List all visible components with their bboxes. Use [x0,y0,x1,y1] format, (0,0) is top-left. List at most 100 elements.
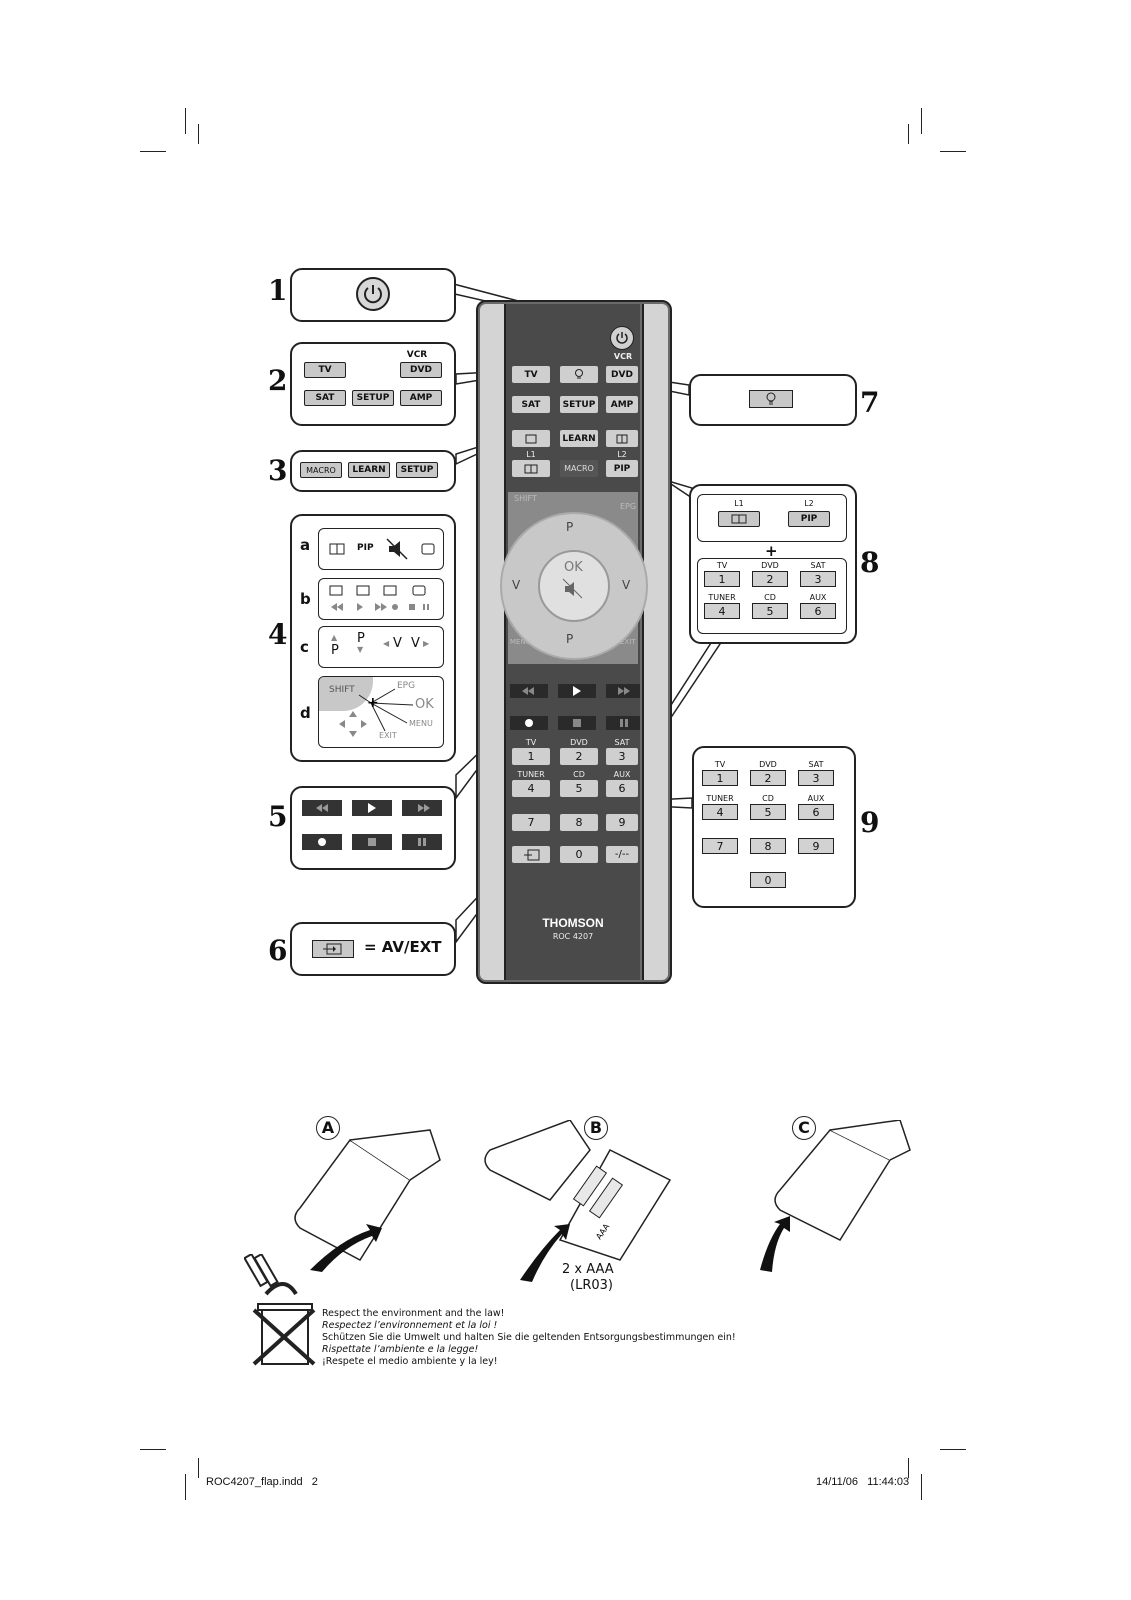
disposal-text-en: Respect the environment and the law! [322,1308,505,1319]
light-button[interactable] [560,366,598,383]
numpad-label: SAT [808,760,824,769]
numpad-label: TUNER [708,593,736,602]
tv-button[interactable]: TV [512,366,550,383]
callout-4-navigation: a PIP b c ▲ P P ▼ ◀ V V ▶ d SHIFT EPG OK… [290,514,456,762]
number-button[interactable]: 7 [512,814,550,831]
ok-label: OK [564,560,583,575]
panel-d: SHIFT EPG OK MENU EXIT + [318,676,444,748]
callout-number: 5 [268,800,288,833]
number-button[interactable]: 2 [560,748,598,765]
dvd-button[interactable]: DVD [606,366,638,383]
number-key: 2 [750,770,786,786]
v-up-label: V [622,578,631,592]
l1-label: L1 [526,450,536,459]
transport-keys [302,800,442,850]
numpad-label: TUNER [706,794,734,803]
numpad-label: CD [762,794,774,803]
bulb-icon [575,368,583,378]
v-up-label: V [411,636,420,651]
teletext-icons [329,585,429,611]
crop-mark [198,1458,199,1478]
battery-type: (LR03) [570,1278,613,1293]
number-key: 6 [798,804,834,820]
callout-number: 7 [860,386,880,419]
teletext-icon [525,434,537,443]
exit-label: EXIT [379,731,397,740]
numpad-label: DVD [759,760,777,769]
callout-3-macro-keys: MACRO LEARN SETUP [290,450,456,492]
sub-label: b [300,590,311,608]
disposal-text-es: ¡Respete el medio ambiente y la ley! [322,1356,498,1367]
number-button[interactable]: 1 [512,748,550,765]
light-key [749,390,793,408]
callout-8-pip-numpad: L1 L2 PIP + TV DVD SAT 1 2 3 TUNER CD AU… [689,484,857,644]
number-button[interactable]: 3 [606,748,638,765]
number-key: 7 [702,838,738,854]
callout-2-mode-keys: VCR TV DVD SAT SETUP AMP [290,342,456,426]
amp-key: AMP [400,390,442,406]
crop-mark [140,151,166,152]
numpad-label: TV [714,760,726,769]
crop-mark [198,124,199,144]
teletext-mix-button[interactable] [606,430,638,447]
shift-label: SHIFT [514,494,537,503]
teletext-button[interactable] [512,430,550,447]
crop-mark [140,1449,166,1450]
digit-mode-button[interactable]: -/-- [606,846,638,863]
callout-5-transport [290,786,456,870]
callout-number: 2 [268,364,288,397]
setup-key: SETUP [352,390,394,406]
panel-c: ▲ P P ▼ ◀ V V ▶ [318,626,444,668]
setup-key: SETUP [396,462,438,478]
step-b-marker: B [584,1116,608,1140]
crop-mark [185,1474,186,1500]
remote-control: VCR TV DVD SAT SETUP AMP LEARN L1 L2 MAC… [476,300,672,984]
power-button [356,277,390,311]
pip-label: PIP [357,543,374,553]
numpad-label: TV [716,561,728,570]
ok-label: OK [415,697,434,712]
number-key: 1 [702,770,738,786]
picture-format-button[interactable] [512,460,550,477]
vcr-label: VCR [406,350,428,360]
dvd-key: DVD [400,362,442,378]
sat-button[interactable]: SAT [512,396,550,413]
numpad-label: SAT [810,561,826,570]
exit-icon [421,543,435,555]
av-input-button[interactable] [512,846,550,863]
number-button[interactable]: 4 [512,780,550,797]
callout-number: 8 [860,546,880,579]
navigation-pad: SHIFT EPG OK P P V V MENU EXIT [500,492,648,664]
callout-9-numpad: TV DVD SAT 1 2 3 TUNER CD AUX 4 5 6 7 8 … [692,746,856,908]
pip-panel: L1 L2 PIP [697,494,847,542]
p-up-label: P [566,520,574,534]
battery-count: 2 x AAA [562,1262,614,1277]
av-input-key [312,940,354,958]
input-icon [524,849,540,860]
p-down-label: P [566,632,574,646]
number-button[interactable]: 6 [606,780,638,797]
picture-format-icon [731,514,747,524]
l1-label: L1 [734,499,744,508]
learn-key: LEARN [348,462,390,478]
numpad-label: AUX [613,770,631,779]
number-button[interactable]: 8 [560,814,598,831]
number-button[interactable]: 9 [606,814,638,831]
exit-label: EXIT [620,638,636,646]
number-button[interactable]: 5 [560,780,598,797]
learn-button[interactable]: LEARN [560,430,598,447]
amp-button[interactable]: AMP [606,396,638,413]
setup-button[interactable]: SETUP [560,396,598,413]
transport-buttons[interactable] [510,684,640,740]
callout-7-light [689,374,857,426]
callout-6-av-ext: = AV/EXT [290,922,456,976]
numpad-panel: TV DVD SAT 1 2 3 TUNER CD AUX 4 5 6 [697,558,847,634]
macro-button[interactable]: MACRO [560,460,598,477]
numpad-label: DVD [570,738,588,747]
mute-icon [562,578,583,599]
crop-mark [921,1474,922,1500]
pip-button[interactable]: PIP [606,460,638,477]
numpad-label: AUX [807,794,825,803]
number-button[interactable]: 0 [560,846,598,863]
input-icon [323,943,342,955]
